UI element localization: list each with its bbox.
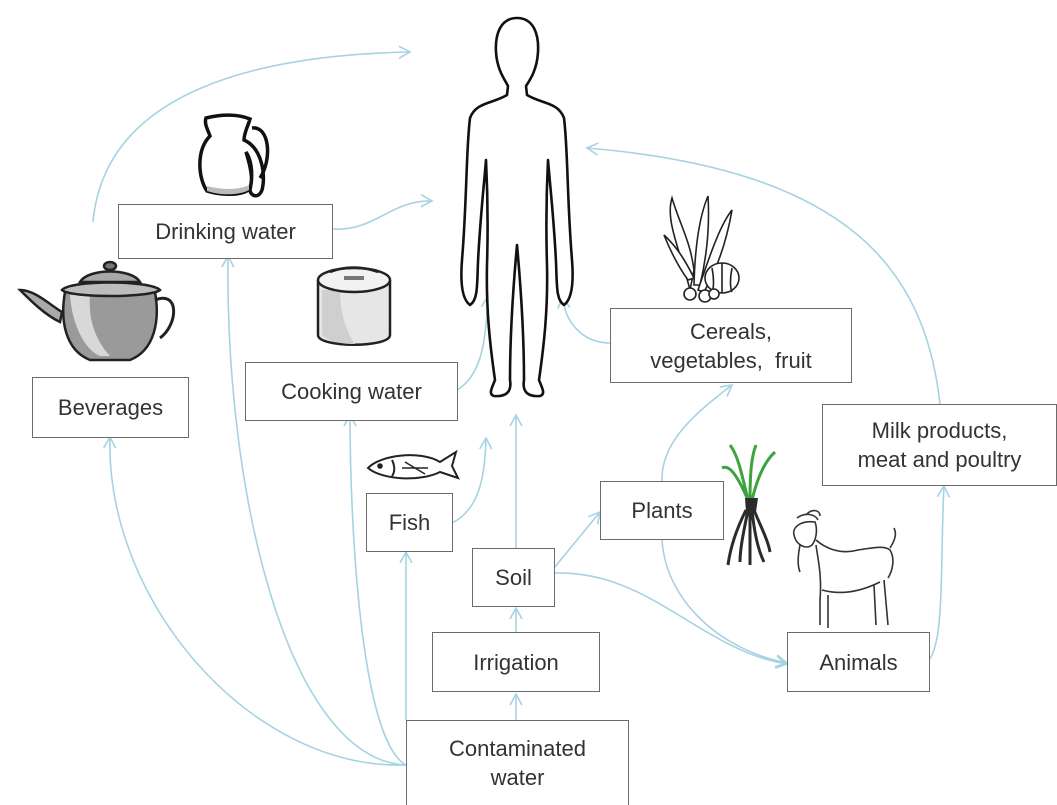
plant-seedling-icon: [722, 445, 775, 565]
fish-label: Fish: [389, 508, 431, 537]
milk-label-line2: meat and poultry: [858, 445, 1022, 474]
arrow-animals-to-milk: [929, 486, 944, 660]
animals-box: Animals: [787, 632, 930, 692]
cereals-label-line1: Cereals,: [690, 317, 772, 346]
animals-label: Animals: [819, 648, 897, 677]
cooking-pot-icon: [318, 268, 390, 345]
arrow-contaminated-to-beverages: [110, 437, 406, 765]
drinking-water-box: Drinking water: [118, 204, 333, 259]
contaminated-label-line1: Contaminated: [449, 734, 586, 763]
arrow-cooking-to-human: [457, 296, 488, 390]
soil-box: Soil: [472, 548, 555, 607]
vegetables-icon: [664, 196, 739, 302]
arrow-cereals-to-human: [563, 297, 610, 343]
arrow-soil-to-plants: [554, 512, 600, 568]
milk-meat-poultry-box: Milk products, meat and poultry: [822, 404, 1057, 486]
goat-icon: [794, 511, 896, 628]
cereals-vegetables-fruit-box: Cereals, vegetables, fruit: [610, 308, 852, 383]
irrigation-label: Irrigation: [473, 648, 559, 677]
arrow-plants-to-cereals: [662, 385, 732, 482]
jug-icon: [200, 115, 268, 196]
drinking-water-label: Drinking water: [155, 217, 296, 246]
arrow-plants-to-animals: [662, 539, 787, 663]
cereals-label-line2: vegetables, fruit: [650, 346, 811, 375]
human-figure-icon: [461, 18, 572, 396]
arrow-drinking-to-human: [332, 201, 432, 229]
contaminated-water-box: Contaminated water: [406, 720, 629, 805]
arrow-beverages-to-human: [93, 52, 410, 222]
cooking-water-box: Cooking water: [245, 362, 458, 421]
fish-box: Fish: [366, 493, 453, 552]
cooking-water-label: Cooking water: [281, 377, 422, 406]
irrigation-box: Irrigation: [432, 632, 600, 692]
teapot-icon: [20, 262, 174, 360]
fish-icon: [368, 452, 458, 478]
milk-label-line1: Milk products,: [872, 416, 1008, 445]
contaminated-label-line2: water: [491, 763, 545, 792]
beverages-box: Beverages: [32, 377, 189, 438]
soil-label: Soil: [495, 563, 532, 592]
plants-label: Plants: [631, 496, 692, 525]
beverages-label: Beverages: [58, 393, 163, 422]
plants-box: Plants: [600, 481, 724, 540]
